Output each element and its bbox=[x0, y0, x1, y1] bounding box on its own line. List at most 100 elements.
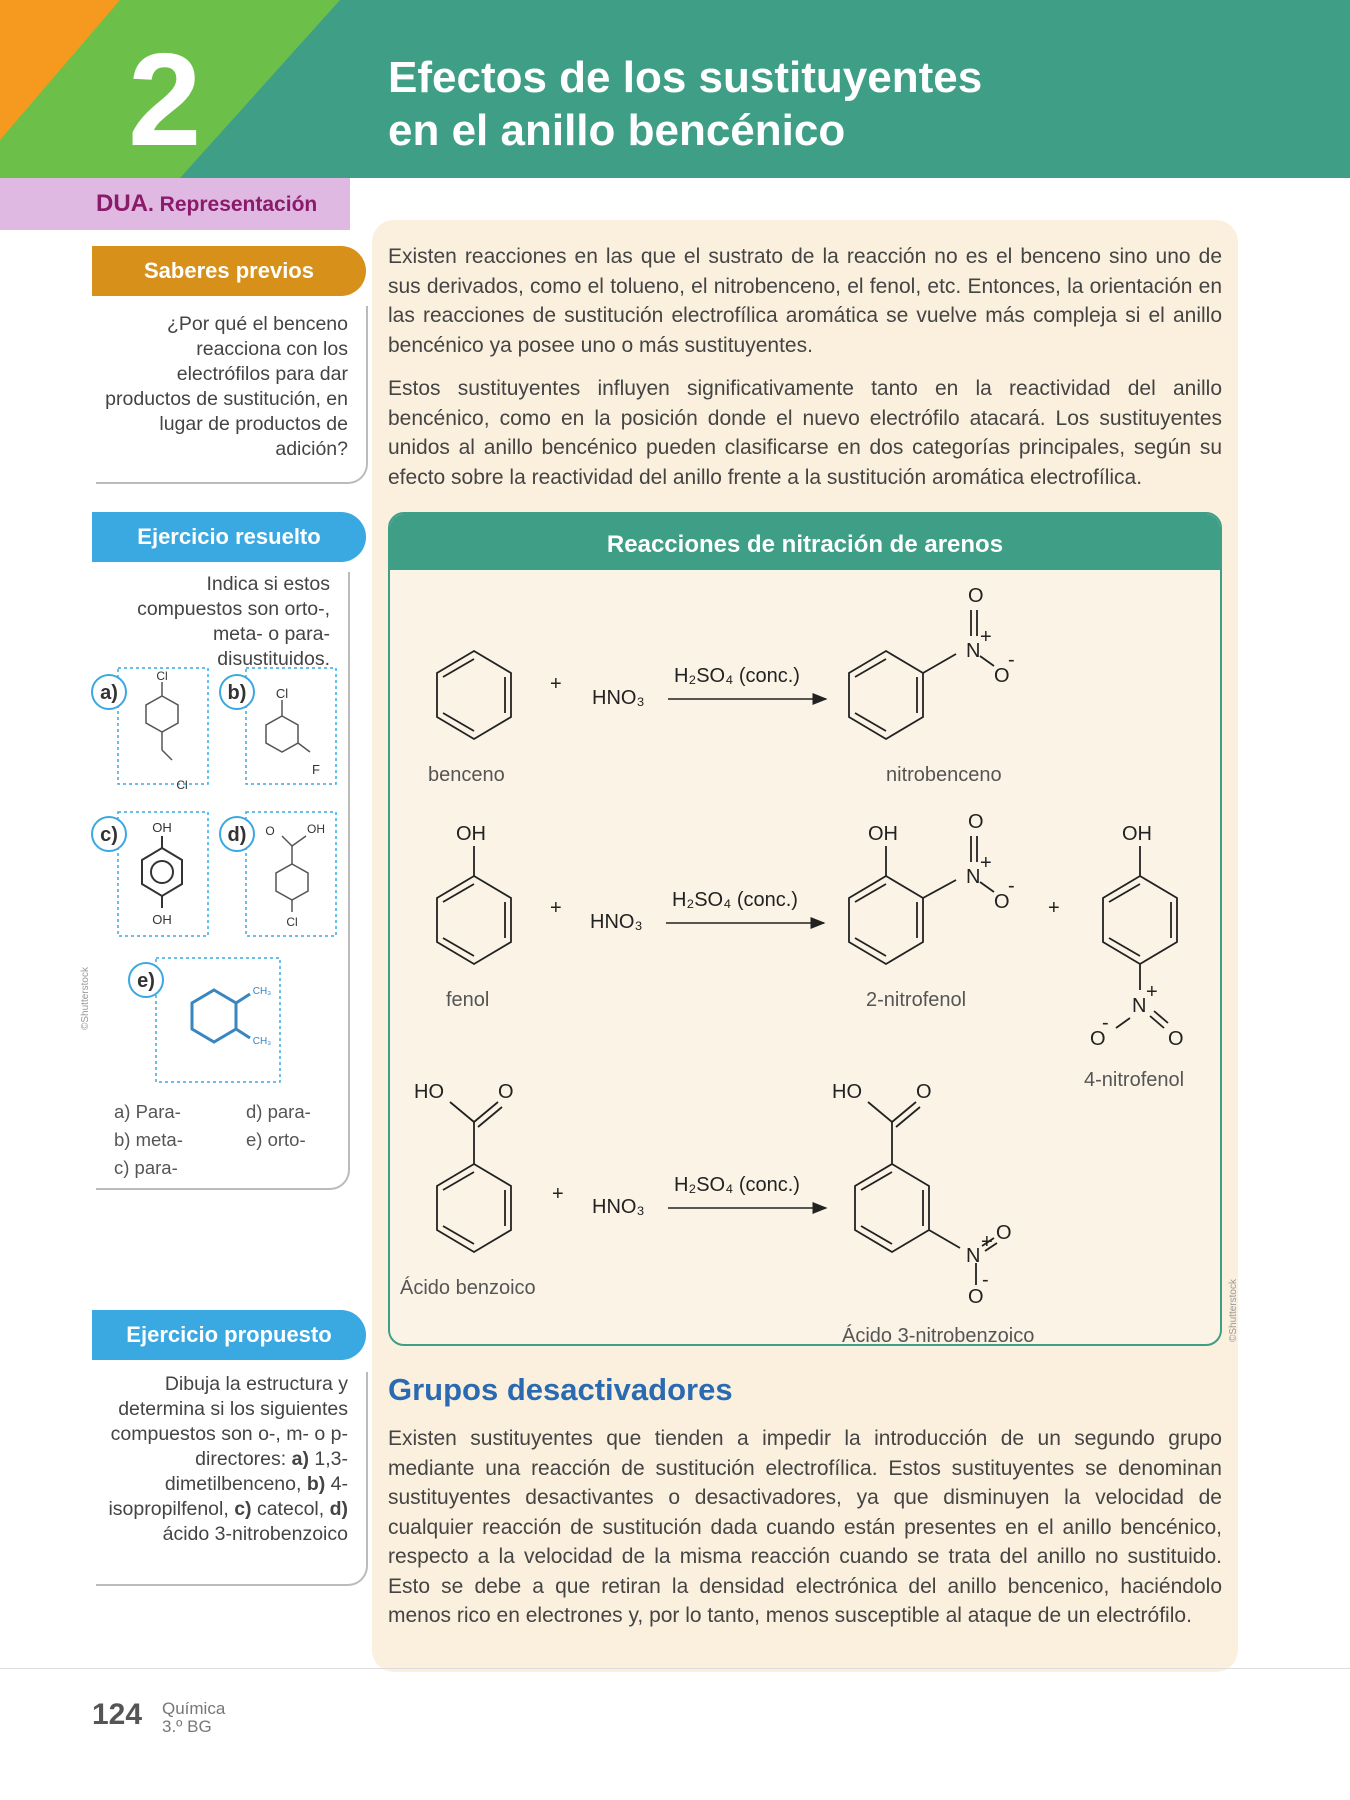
c-sub2: OH bbox=[152, 912, 172, 927]
phenol-OH: OH bbox=[456, 823, 486, 845]
reagent-3: HNO₃ bbox=[592, 1196, 645, 1218]
benzoic-ring bbox=[436, 1101, 512, 1254]
e-sub2: CH₃ bbox=[253, 1036, 272, 1047]
np4-N: N bbox=[1132, 995, 1146, 1017]
answer-d: d) para- bbox=[246, 1101, 311, 1122]
footer-subject: Química 3.º BG bbox=[162, 1700, 225, 1736]
title-line-2: en el anillo bencénico bbox=[388, 105, 846, 155]
nbz-O-minus: O bbox=[968, 1286, 984, 1308]
nitration-reactions: + HNO₃ H₂SO₄ (conc.) O N + O - benceno n… bbox=[400, 585, 1184, 1344]
propuesto-b: 4-isopropilfenol, bbox=[108, 1473, 348, 1520]
nb-N: N bbox=[966, 640, 980, 662]
paragraph-2: Estos sustituyentes influyen significati… bbox=[388, 377, 1222, 489]
ejercicio-resuelto-tab: Ejercicio resuelto bbox=[92, 512, 366, 562]
answers-col-1: a) Para- b) meta- c) para- bbox=[114, 1098, 183, 1182]
letter-a: a) bbox=[100, 682, 118, 704]
label-acido-3-nitrobenzoico: Ácido 3-nitrobenzoico bbox=[842, 1324, 1034, 1344]
reagent-2: HNO₃ bbox=[590, 911, 643, 933]
a-sub2: Cl bbox=[176, 778, 187, 792]
answer-b: b) meta- bbox=[114, 1129, 183, 1150]
np2-N: N bbox=[966, 866, 980, 888]
ring-b bbox=[265, 700, 311, 753]
letter-e: e) bbox=[137, 970, 155, 992]
d-sub2: Cl bbox=[286, 915, 297, 929]
nb-N-plus: + bbox=[980, 626, 992, 648]
plus-4: + bbox=[552, 1183, 564, 1205]
ring-e bbox=[190, 988, 251, 1044]
b-sub1: Cl bbox=[276, 686, 288, 701]
credit-right: ©Shutterstock bbox=[1228, 1279, 1239, 1342]
letter-c: c) bbox=[100, 824, 118, 846]
ring-a bbox=[145, 682, 179, 761]
c-sub1: OH bbox=[152, 820, 172, 835]
phenol-ring bbox=[436, 846, 512, 966]
badge-d bbox=[219, 816, 255, 852]
subject-name: Química bbox=[162, 1699, 226, 1718]
condition-1: H₂SO₄ (conc.) bbox=[674, 665, 800, 687]
footer-rule bbox=[0, 1668, 1350, 1669]
nb-minus: - bbox=[1008, 649, 1015, 671]
propuesto-d: ácido 3-nitrobenzoico bbox=[162, 1523, 348, 1545]
propuesto-a-label: a) bbox=[291, 1448, 309, 1470]
credit-left: ©Shutterstock bbox=[80, 967, 91, 1030]
nb-O-top: O bbox=[968, 585, 984, 607]
nbz-N: N bbox=[966, 1245, 980, 1267]
label-4-nitrofenol: 4-nitrofenol bbox=[1084, 1069, 1184, 1091]
paragraph-1: Existen reacciones en las que el sustrat… bbox=[388, 245, 1222, 357]
badge-a bbox=[91, 674, 127, 710]
nitration-box-title: Reacciones de nitración de arenos bbox=[390, 514, 1220, 570]
nbz-HO: HO bbox=[832, 1081, 862, 1103]
np4-minus: - bbox=[1102, 1012, 1109, 1034]
header-decoration bbox=[0, 0, 340, 178]
np4-OH: OH bbox=[1122, 823, 1152, 845]
propuesto-text: Dibuja la estructura y determina si los … bbox=[110, 1373, 348, 1470]
resuelto-molecules: a) Cl Cl b) Cl F c) OH OH d) O OH Cl e) … bbox=[91, 667, 337, 1083]
label-acido-benzoico: Ácido benzoico bbox=[400, 1276, 536, 1299]
a-sub1: Cl bbox=[156, 669, 167, 683]
ejercicio-resuelto-card: Indica si estos compuestos son orto-, me… bbox=[96, 572, 350, 1190]
propuesto-a: 1,3-dimetilbenceno, bbox=[164, 1448, 348, 1495]
np4-N-plus: + bbox=[1146, 981, 1158, 1003]
reagent-1: HNO₃ bbox=[592, 687, 645, 709]
d-sub1: OH bbox=[307, 822, 325, 836]
benzoic-HO: HO bbox=[414, 1081, 444, 1103]
benzene-ring bbox=[436, 649, 512, 741]
e-sub1: CH₃ bbox=[253, 986, 272, 997]
page-number: 124 bbox=[92, 1698, 143, 1731]
nitration-box: Reacciones de nitración de arenos + HNO₃… bbox=[388, 512, 1222, 1346]
np2-OH: OH bbox=[868, 823, 898, 845]
propuesto-b-label: b) bbox=[306, 1473, 326, 1495]
propuesto-c-label: c) bbox=[234, 1498, 252, 1520]
dua-acronym: DUA bbox=[96, 190, 148, 217]
nbz-minus: - bbox=[982, 1269, 989, 1291]
ejercicio-propuesto-tab: Ejercicio propuesto bbox=[92, 1310, 366, 1360]
label-benceno: benceno bbox=[428, 764, 505, 786]
condition-2: H₂SO₄ (conc.) bbox=[672, 889, 798, 911]
np2-minus: - bbox=[1008, 875, 1015, 897]
label-fenol: fenol bbox=[446, 989, 489, 1011]
propuesto-d-label: d) bbox=[329, 1498, 348, 1520]
letter-d: d) bbox=[228, 824, 247, 846]
benzoic-O: O bbox=[498, 1081, 514, 1103]
paragraph-3: Existen sustituyentes que tienden a impe… bbox=[388, 1427, 1222, 1627]
b-sub2: F bbox=[312, 762, 320, 777]
unit-number: 2 bbox=[128, 26, 202, 173]
condition-3: H₂SO₄ (conc.) bbox=[674, 1174, 800, 1196]
badge-c bbox=[91, 816, 127, 852]
ejercicio-propuesto-card: Dibuja la estructura y determina si los … bbox=[96, 1372, 368, 1586]
dua-section: . Representación bbox=[148, 193, 318, 216]
dua-band bbox=[0, 178, 350, 230]
propuesto-c: catecol, bbox=[251, 1498, 330, 1520]
nbz-N-plus: + bbox=[981, 1231, 993, 1253]
section-heading-grupos: Grupos desactivadores bbox=[388, 1372, 733, 1407]
answers-col-2: d) para- e) orto- bbox=[246, 1098, 311, 1154]
plus-2: + bbox=[550, 897, 562, 919]
np4-O-minus: O bbox=[1090, 1028, 1106, 1050]
plus-3: + bbox=[1048, 897, 1060, 919]
np4-O: O bbox=[1168, 1028, 1184, 1050]
box-b bbox=[245, 667, 337, 785]
answer-e: e) orto- bbox=[246, 1129, 306, 1150]
nitrobenzene-ring bbox=[848, 610, 995, 741]
np2-O-minus: O bbox=[994, 891, 1010, 913]
ring-c bbox=[141, 836, 183, 908]
